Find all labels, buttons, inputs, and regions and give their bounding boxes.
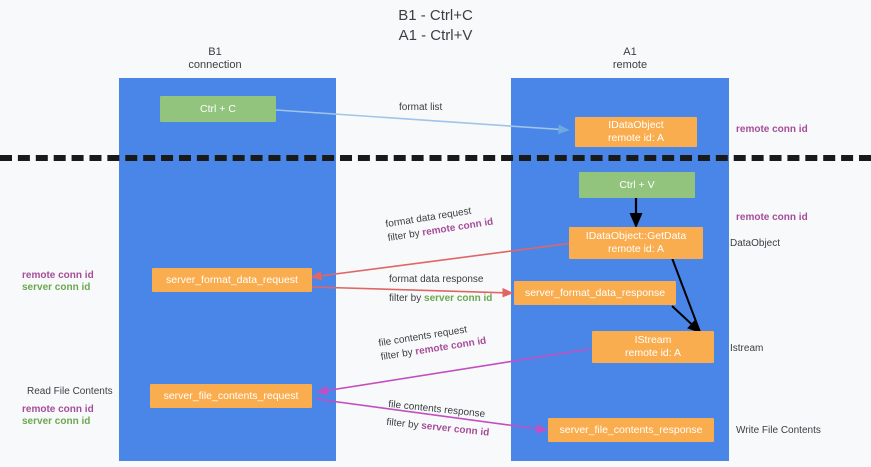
fcresp-highlight: server conn id	[420, 420, 490, 439]
node-server-format-data-request[interactable]: server_format_data_request	[152, 268, 312, 292]
node-server-file-contents-request[interactable]: server_file_contents_request	[150, 384, 312, 408]
side-label-left-bot-server-conn-id: server conn id	[22, 416, 91, 427]
fdresp-highlight: server conn id	[424, 293, 493, 304]
side-label-istream: Istream	[730, 343, 764, 354]
edge-label-format-list-line1: format list	[399, 102, 443, 113]
side-label-write-file-contents: Write File Contents	[736, 425, 821, 436]
node-server-file-contents-response-label: server_file_contents_response	[559, 423, 703, 436]
lane-title-b1: B1 connection	[188, 46, 242, 71]
fdresp-prefix: filter by	[389, 293, 425, 304]
side-label-left-mid-server-conn-id: server conn id	[22, 282, 91, 293]
node-idataobject[interactable]: IDataObject remote id: A	[575, 117, 697, 147]
node-ctrl-v[interactable]: Ctrl + V	[579, 172, 695, 198]
node-server-format-data-request-label: server_format_data_request	[166, 273, 298, 286]
side-label-right-top-remote-conn-id: remote conn id	[736, 124, 808, 135]
node-istream[interactable]: IStream remote id: A	[592, 331, 714, 363]
fcresp-prefix: filter by	[385, 416, 422, 432]
side-label-left-mid-remote-conn-id: remote conn id	[22, 270, 94, 281]
node-ctrl-c-label: Ctrl + C	[200, 102, 236, 115]
node-istream-remote-id: remote id: A	[624, 347, 682, 359]
edge-label-file-contents-response: file contents response filter by server …	[386, 398, 492, 441]
node-istream-label: IStream	[634, 334, 672, 346]
node-idataobject-label: IDataObject	[608, 119, 664, 131]
edge-label-format-list: format list	[399, 101, 442, 115]
lane-title-a1: A1 remote	[612, 46, 648, 71]
side-label-right-mid-remote-conn-id: remote conn id	[736, 212, 808, 223]
node-server-format-data-response-label: server_format_data_response	[524, 286, 666, 299]
node-getdata-remote-id: remote id: A	[607, 243, 665, 255]
edge-label-format-data-response: format data response filter by server co…	[389, 273, 492, 306]
edge-label-format-data-response-line1: format data response	[389, 274, 484, 285]
edge-label-format-data-request: format data request filter by remote con…	[385, 202, 495, 246]
node-ctrl-c[interactable]: Ctrl + C	[160, 96, 276, 122]
node-idataobject-getdata[interactable]: IDataObject::GetData remote id: A	[569, 227, 703, 259]
section-divider	[0, 155, 871, 161]
node-server-file-contents-request-label: server_file_contents_request	[163, 389, 299, 402]
side-label-dataobject: DataObject	[730, 238, 781, 249]
side-label-left-bot-remote-conn-id: remote conn id	[22, 404, 94, 415]
edge-label-format-data-response-line2: filter by server conn id	[389, 292, 492, 306]
node-server-file-contents-response[interactable]: server_file_contents_response	[548, 418, 714, 442]
edge-label-file-contents-request: file contents request filter by remote c…	[378, 321, 488, 365]
node-ctrl-v-label: Ctrl + V	[619, 178, 655, 191]
diagram-title: B1 - Ctrl+C A1 - Ctrl+V	[398, 7, 473, 44]
node-idataobject-remote-id: remote id: A	[607, 132, 665, 144]
node-server-format-data-response[interactable]: server_format_data_response	[514, 281, 676, 305]
side-label-read-file-contents: Read File Contents	[27, 386, 113, 397]
node-getdata-label: IDataObject::GetData	[585, 230, 687, 242]
